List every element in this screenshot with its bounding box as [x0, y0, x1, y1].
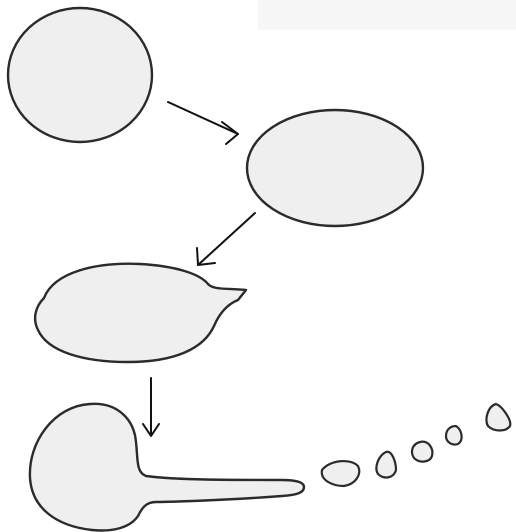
top-background-band: [258, 0, 516, 30]
fragment-1: [322, 461, 359, 486]
spherical-cell: [8, 8, 152, 142]
tailed-cell: [30, 404, 304, 531]
fragment-3: [412, 442, 432, 462]
budding-cell: [35, 264, 246, 362]
arrow-3: [143, 378, 159, 436]
fragment-4: [446, 426, 462, 445]
arrow-2: [197, 213, 255, 265]
fragment-5: [486, 404, 510, 431]
fragment-2: [376, 452, 396, 478]
arrow-1: [168, 102, 238, 144]
elongated-cell: [247, 110, 423, 226]
